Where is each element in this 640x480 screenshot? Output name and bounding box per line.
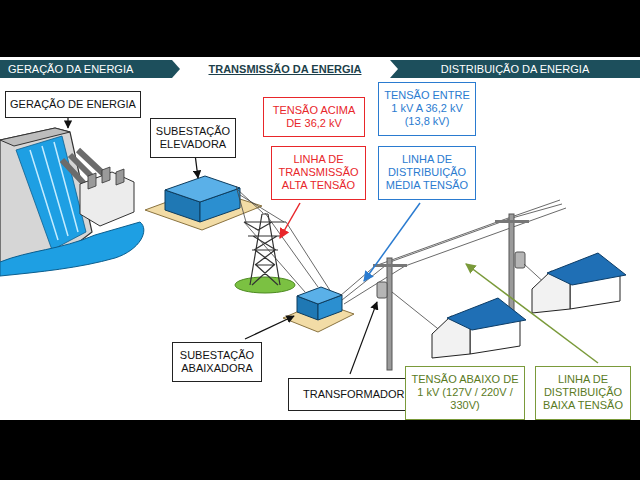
spillway-water [16, 136, 86, 250]
label-text: SUBESTAÇÃO ELEVADORA [155, 125, 231, 151]
section-band: DISTRIBUIÇÃO DA ENERGIA [390, 60, 640, 78]
distribution-wires [375, 218, 527, 266]
label-box: GERAÇÃO DE ENERGIA [5, 91, 141, 118]
label-text: TENSÃO ENTRE 1 kV A 36,2 kV (13,8 kV) [383, 89, 471, 129]
label-text: TENSÃO ABAIXO DE 1 kV (127V / 220V / 330… [410, 373, 520, 413]
label-box: TENSÃO ACIMA DE 36,2 kV [263, 97, 365, 137]
leader-arrow [245, 316, 294, 339]
band-chevron [390, 60, 640, 78]
band-chevron [180, 60, 390, 78]
section-title: DISTRIBUIÇÃO DA ENERGIA [390, 60, 640, 78]
label-box: TENSÃO ENTRE 1 kV A 36,2 kV (13,8 kV) [378, 82, 476, 136]
leader-arrow [67, 118, 68, 128]
section-title: TRANSMISSÃO DA ENERGIA [180, 60, 390, 78]
section-band: GERAÇÃO DA ENERGIA [0, 60, 180, 78]
transmission-tower [244, 214, 286, 285]
label-text: TRANSFORMADOR [303, 388, 404, 401]
label-box: LINHA DE DISTRIBUIÇÃO MÉDIA TENSÃO [378, 146, 476, 200]
slide-ground [0, 57, 640, 420]
transformer-top [297, 287, 342, 304]
section-band: TRANSMISSÃO DA ENERGIA [180, 60, 390, 78]
service-drop [392, 264, 548, 332]
distribution-wires [497, 200, 566, 222]
label-box: LINHA DE DISTRIBUIÇÃO BAIXA TENSÃO [535, 366, 631, 420]
turbines [88, 167, 124, 189]
label-box: SUBESTAÇÃO ELEVADORA [150, 118, 236, 158]
pole-crossarm [495, 220, 529, 223]
house-roof [447, 298, 526, 330]
house-roof [547, 253, 626, 285]
pole-transformer [515, 252, 525, 268]
label-box: TENSÃO ABAIXO DE 1 kV (127V / 220V / 330… [405, 366, 525, 420]
leader-arrow [280, 203, 300, 238]
utility-pole [387, 258, 392, 370]
label-text: GERAÇÃO DE ENERGIA [10, 98, 136, 111]
leader-arrow [466, 264, 598, 363]
pole-transformer [377, 282, 387, 298]
label-text: LINHA DE DISTRIBUIÇÃO MÉDIA TENSÃO [383, 153, 471, 193]
band-chevron [0, 60, 180, 78]
river-water [0, 222, 144, 276]
label-text: LINHA DE TRANSMISSÃO ALTA TENSÃO [276, 153, 361, 193]
leader-arrow [350, 302, 377, 374]
pole-crossarm [373, 264, 407, 267]
transformer-top [165, 176, 240, 202]
label-text: TENSÃO ACIMA DE 36,2 kV [268, 104, 360, 130]
label-box: LINHA DE TRANSMISSÃO ALTA TENSÃO [271, 146, 366, 200]
label-text: LINHA DE DISTRIBUIÇÃO BAIXA TENSÃO [540, 373, 626, 413]
letterbox-bar [0, 420, 640, 480]
section-title: GERAÇÃO DA ENERGIA [8, 60, 180, 78]
leader-arrow [364, 203, 420, 281]
tower-ground [235, 277, 295, 293]
label-text: SUBESTAÇÃO ABAIXADORA [177, 349, 257, 375]
label-box: TRANSFORMADOR [288, 378, 419, 411]
letterbox-bar [0, 0, 640, 57]
label-box: SUBESTAÇÃO ABAIXADORA [172, 342, 262, 382]
